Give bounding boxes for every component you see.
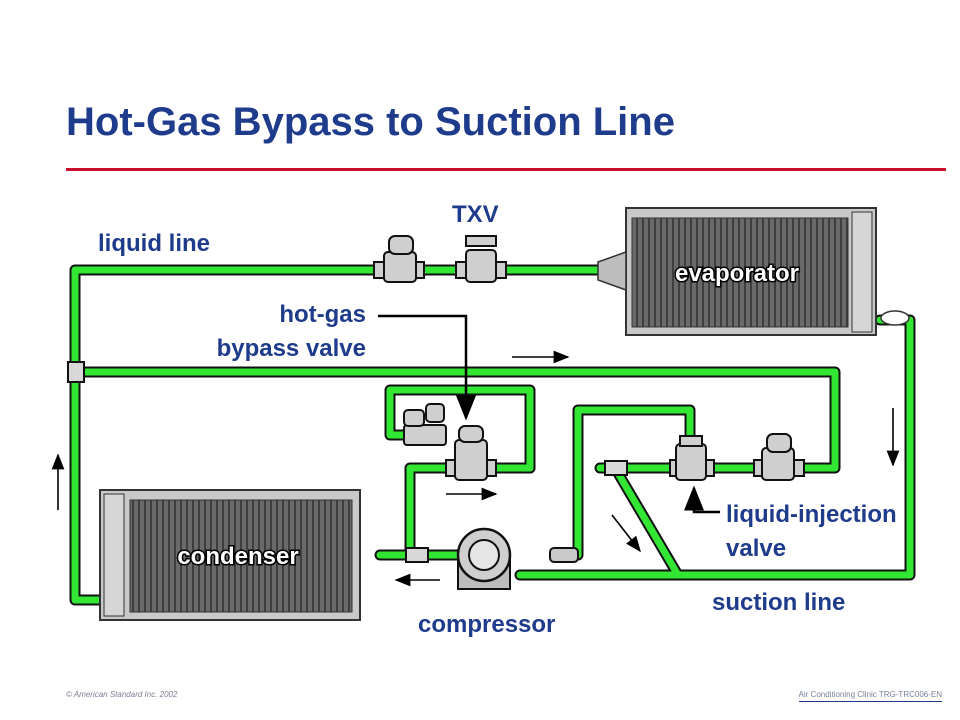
condenser-coil: condenser xyxy=(99,489,361,621)
copyright-footer: © American Standard Inc. 2002 xyxy=(66,690,178,699)
callout-leaders xyxy=(378,314,720,514)
tee-fittings xyxy=(67,361,628,563)
liquid-line-solenoid-valve xyxy=(373,235,425,283)
compressor-unit xyxy=(456,527,512,590)
txv-valve xyxy=(455,235,507,283)
compressor-label: compressor xyxy=(418,611,555,638)
evaporator-coil: evaporator xyxy=(597,207,910,336)
suction-line-label: suction line xyxy=(712,589,845,616)
hot-gas-label-line2: bypass valve xyxy=(217,335,366,362)
hot-gas-bypass-valve xyxy=(403,403,497,481)
liquid-injection-label-line1: liquid-injection xyxy=(726,501,897,528)
condenser-label: condenser xyxy=(177,543,298,570)
flow-arrows xyxy=(51,350,900,587)
page-title: Hot-Gas Bypass to Suction Line xyxy=(66,100,675,144)
course-footer: Air Conditioning Clinic TRG-TRC006-EN xyxy=(798,690,942,702)
hot-gas-label-line1: hot-gas xyxy=(279,301,366,328)
flow-arrow-diagonal xyxy=(611,514,641,553)
liquid-injection-valve xyxy=(669,435,715,481)
evaporator-label: evaporator xyxy=(675,260,799,287)
txv-label: TXV xyxy=(452,201,499,228)
title-divider xyxy=(66,168,946,171)
liquid-injection-label-line2: valve xyxy=(726,535,786,562)
liquid-line-label: liquid line xyxy=(98,230,210,257)
injection-solenoid-valve xyxy=(753,433,805,481)
